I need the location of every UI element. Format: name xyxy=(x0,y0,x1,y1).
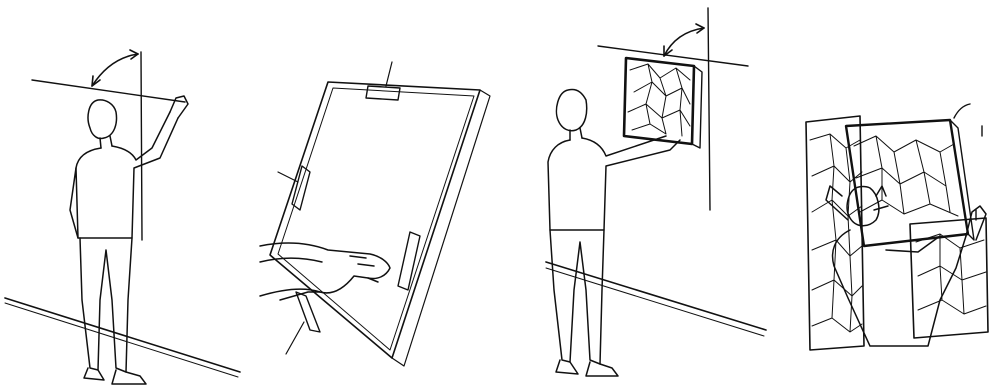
floor-line xyxy=(546,262,766,330)
fit-next-tile-panel xyxy=(790,0,992,389)
vertical-guide-line xyxy=(708,8,710,210)
vertical-guide-line xyxy=(141,52,142,240)
person-figure xyxy=(548,89,680,376)
fit-next-tile-illustration xyxy=(790,0,992,389)
leader-line xyxy=(954,104,970,118)
person-figure xyxy=(70,96,188,384)
place-first-tile-illustration xyxy=(530,0,770,389)
measure-wall-panel xyxy=(0,0,250,389)
floor-line xyxy=(5,298,240,372)
apply-adhesive-panel xyxy=(250,0,505,389)
adhesive-strip xyxy=(366,86,400,100)
tile-panel-back xyxy=(270,62,490,366)
place-first-tile-panel xyxy=(530,0,770,389)
apply-adhesive-illustration xyxy=(250,0,505,389)
measure-wall-illustration xyxy=(0,0,250,389)
horizontal-guide-line xyxy=(32,80,185,102)
stone-tile xyxy=(624,58,702,148)
hands-figure xyxy=(260,243,390,300)
adhesive-strip xyxy=(296,292,320,332)
